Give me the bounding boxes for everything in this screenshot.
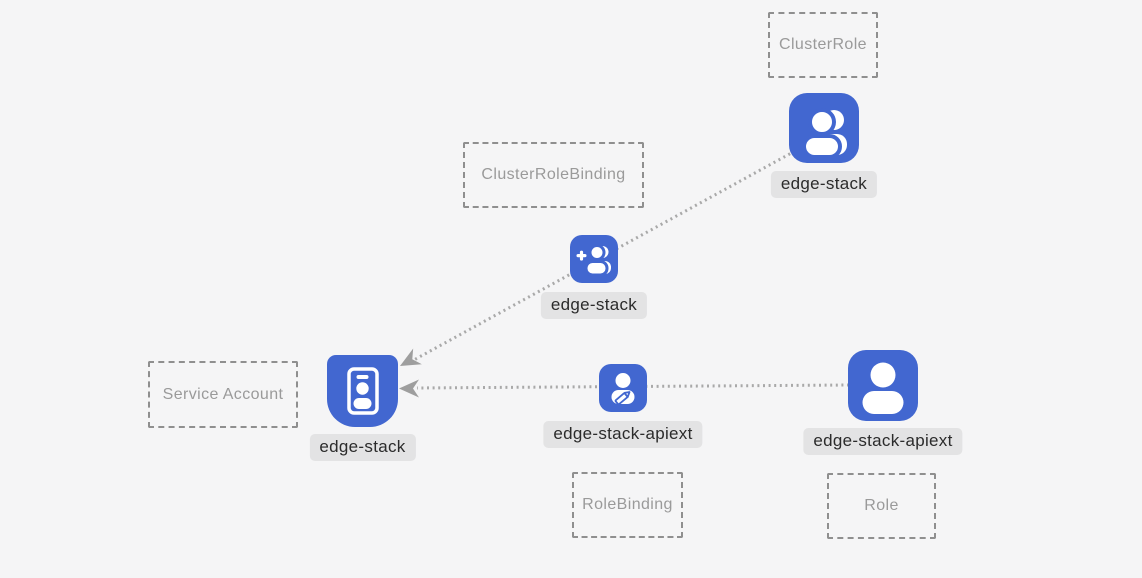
- node-label: edge-stack: [309, 434, 416, 461]
- arrowhead-icon: [400, 348, 422, 366]
- node-label: edge-stack: [540, 292, 648, 319]
- user-icon[interactable]: [848, 350, 918, 421]
- arrowhead-icon: [399, 379, 419, 398]
- user-plus-icon[interactable]: [570, 235, 618, 283]
- type-box-clusterrole: ClusterRole: [768, 12, 878, 78]
- type-box-serviceaccount: Service Account: [148, 361, 298, 428]
- node-label: edge-stack-apiext: [803, 428, 963, 455]
- type-box-label: Service Account: [162, 385, 284, 403]
- type-box-role: Role: [827, 473, 936, 539]
- node-label: edge-stack-apiext: [543, 421, 703, 448]
- type-box-label: RoleBinding: [582, 496, 673, 513]
- type-box-label: Role: [864, 497, 899, 514]
- type-box-label: ClusterRole: [779, 36, 867, 53]
- type-box-label: ClusterRoleBinding: [481, 166, 626, 183]
- id-badge-icon[interactable]: [327, 355, 398, 427]
- user-edit-icon[interactable]: [599, 364, 647, 412]
- edge-role-to-serviceaccount: [399, 379, 850, 398]
- type-box-rolebinding: RoleBinding: [572, 472, 683, 538]
- type-box-clusterrolebinding: ClusterRoleBinding: [463, 142, 644, 208]
- edge-clusterrole-to-serviceaccount: [400, 149, 796, 366]
- node-label: edge-stack: [770, 171, 878, 198]
- users-icon[interactable]: [789, 93, 859, 163]
